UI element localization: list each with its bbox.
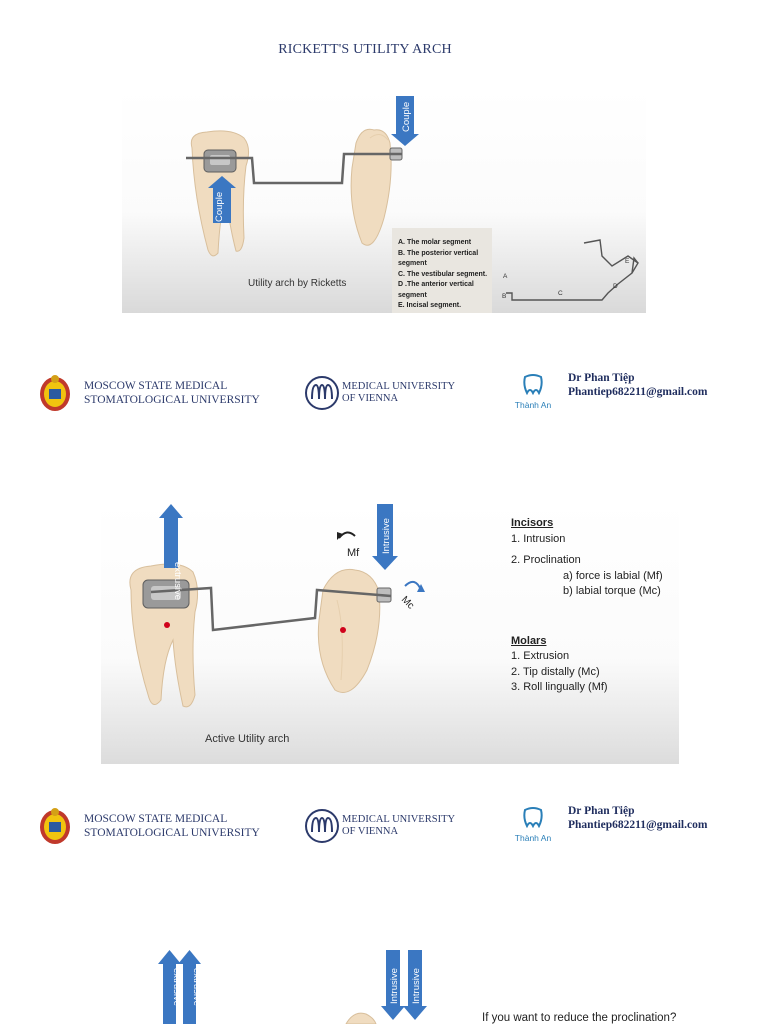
utility-arch-diagram: Couple Couple A B C D E: [186, 96, 639, 313]
incisor-tooth-top: [345, 1012, 377, 1024]
slide-utility-arch: Couple Couple A B C D E Utility arch by …: [122, 88, 646, 313]
intrusive-label: Intrusive: [389, 968, 400, 1004]
utility-wire: [186, 152, 402, 185]
extrusive-label: extrusive: [171, 968, 182, 1006]
uni2-line1: MEDICAL UNIVERSITY: [342, 814, 456, 825]
legend-line: E. Incisal segment.: [398, 302, 462, 309]
proclination-question: If you want to reduce the proclination?: [482, 1012, 677, 1024]
intrusive-label: Intrusive: [411, 968, 422, 1004]
legend-line: segment: [398, 260, 427, 267]
segment-legend: A. The molar segment B. The posterior ve…: [398, 238, 487, 312]
extrusive-label: extrusive: [191, 968, 202, 1006]
segment-letter-a: A: [503, 273, 508, 280]
legend-line: C. The vestibular segment.: [398, 270, 488, 278]
molar-tooth: [129, 563, 199, 708]
mf-label: Mf: [347, 547, 360, 559]
uni1-line1: MOSCOW STATE MEDICAL: [84, 813, 228, 825]
uni2-line2: OF VIENNA: [342, 826, 399, 837]
active-arch-diagram: extrusive Intrusive Mf Mc: [129, 504, 425, 708]
legend-line: B. The posterior vertical: [398, 249, 479, 257]
mc-rotation-arrow: [404, 580, 422, 591]
molars-heading: Molars: [511, 634, 547, 647]
uni2-line2: OF VIENNA: [342, 393, 399, 404]
tooth-logo-icon: [523, 807, 543, 829]
arch-sketch: [506, 239, 639, 301]
incisors-heading: Incisors: [511, 517, 554, 529]
uni1-line2: STOMATOLOGICAL UNIVERSITY: [84, 827, 260, 839]
segment-letter-e: E: [625, 258, 630, 265]
moscow-crest-icon: [40, 375, 70, 411]
molars-item: 3. Roll lingually (Mf): [511, 681, 608, 693]
incisor-tooth: [350, 128, 403, 246]
slide2-caption: Active Utility arch: [205, 733, 290, 745]
vienna-university-block: MEDICAL UNIVERSITY OF VIENNA: [304, 808, 455, 844]
legend-line: D .The anterior vertical: [398, 281, 474, 288]
couple-arrow-down: [391, 96, 419, 146]
movement-notes: Incisors 1. Intrusion 2. Proclination a)…: [511, 516, 677, 696]
author-email[interactable]: Phantiep682211@gmail.com: [568, 818, 708, 831]
couple-label-incisor: Couple: [401, 102, 412, 132]
author-email[interactable]: Phantiep682211@gmail.com: [568, 385, 708, 398]
slide-active-utility-arch: extrusive Intrusive Mf Mc Active Utility…: [101, 500, 679, 764]
page-title: RICKETT'S UTILITY ARCH: [278, 42, 452, 57]
vienna-logo-icon: [305, 809, 339, 843]
couple-label-molar: Couple: [214, 192, 225, 222]
uni2-line1: MEDICAL UNIVERSITY: [342, 381, 456, 392]
logo-text: Thành An: [514, 833, 552, 843]
mc-label: Mc: [399, 594, 416, 611]
author-name: Dr Phan Tiệp: [568, 371, 635, 384]
thanh-an-logo: Thành An: [508, 373, 558, 410]
extrusive-arrow: [159, 504, 183, 568]
vienna-logo-icon: [305, 376, 339, 410]
molars-item: 1. Extrusion: [511, 650, 570, 662]
extrusive-label: extrusive: [172, 562, 183, 600]
legend-panel: [392, 228, 492, 313]
proclination-diagram: extrusive extrusive Intrusive Intrusive: [158, 950, 427, 1024]
thanh-an-logo: Thành An: [508, 806, 558, 843]
slide-reduce-proclination: extrusive extrusive Intrusive Intrusive …: [110, 938, 700, 1024]
segment-letters: A B C D E: [502, 258, 630, 300]
incisor-tooth: [317, 568, 392, 693]
legend-line: A. The molar segment: [398, 239, 472, 246]
intrusive-arrows: [381, 950, 427, 1020]
author-name: Dr Phan Tiệp: [568, 804, 635, 817]
intrusive-arrow: [372, 504, 398, 570]
active-utility-wire: [150, 586, 392, 632]
segment-letter-b: B: [502, 293, 506, 300]
moscow-university-block: MOSCOW STATE MEDICAL STOMATOLOGICAL UNIV…: [36, 806, 260, 846]
intrusive-label: Intrusive: [381, 518, 392, 554]
uni1-line2: STOMATOLOGICAL UNIVERSITY: [84, 394, 260, 406]
segment-letter-d: D: [613, 283, 618, 290]
author-block: Thành An Dr Phan Tiệp Phantiep682211@gma…: [508, 371, 708, 411]
legend-line: segment: [398, 291, 427, 299]
extrusive-arrows: [158, 950, 201, 1024]
vienna-university-block: MEDICAL UNIVERSITY OF VIENNA: [304, 375, 455, 411]
incisors-item: 2. Proclination: [511, 554, 581, 566]
author-block: Thành An Dr Phan Tiệp Phantiep682211@gma…: [508, 804, 708, 844]
footer-logos: MOSCOW STATE MEDICAL STOMATOLOGICAL UNIV…: [0, 355, 768, 435]
tooth-logo-icon: [523, 374, 543, 396]
couple-arrow-up: [208, 176, 236, 223]
footer-logos: MOSCOW STATE MEDICAL STOMATOLOGICAL UNIV…: [0, 788, 768, 868]
incisors-sub-item: b) labial torque (Mc): [563, 585, 661, 597]
logo-text: Thành An: [514, 400, 552, 410]
moscow-crest-icon: [40, 808, 70, 844]
moscow-university-block: MOSCOW STATE MEDICAL STOMATOLOGICAL UNIV…: [36, 373, 260, 413]
slide1-caption: Utility arch by Ricketts: [248, 278, 347, 289]
segment-letter-c: C: [558, 290, 563, 297]
uni1-line1: MOSCOW STATE MEDICAL: [84, 380, 228, 392]
molars-item: 2. Tip distally (Mc): [511, 665, 600, 678]
incisors-item: 1. Intrusion: [511, 532, 566, 545]
incisors-sub-item: a) force is labial (Mf): [563, 569, 663, 582]
